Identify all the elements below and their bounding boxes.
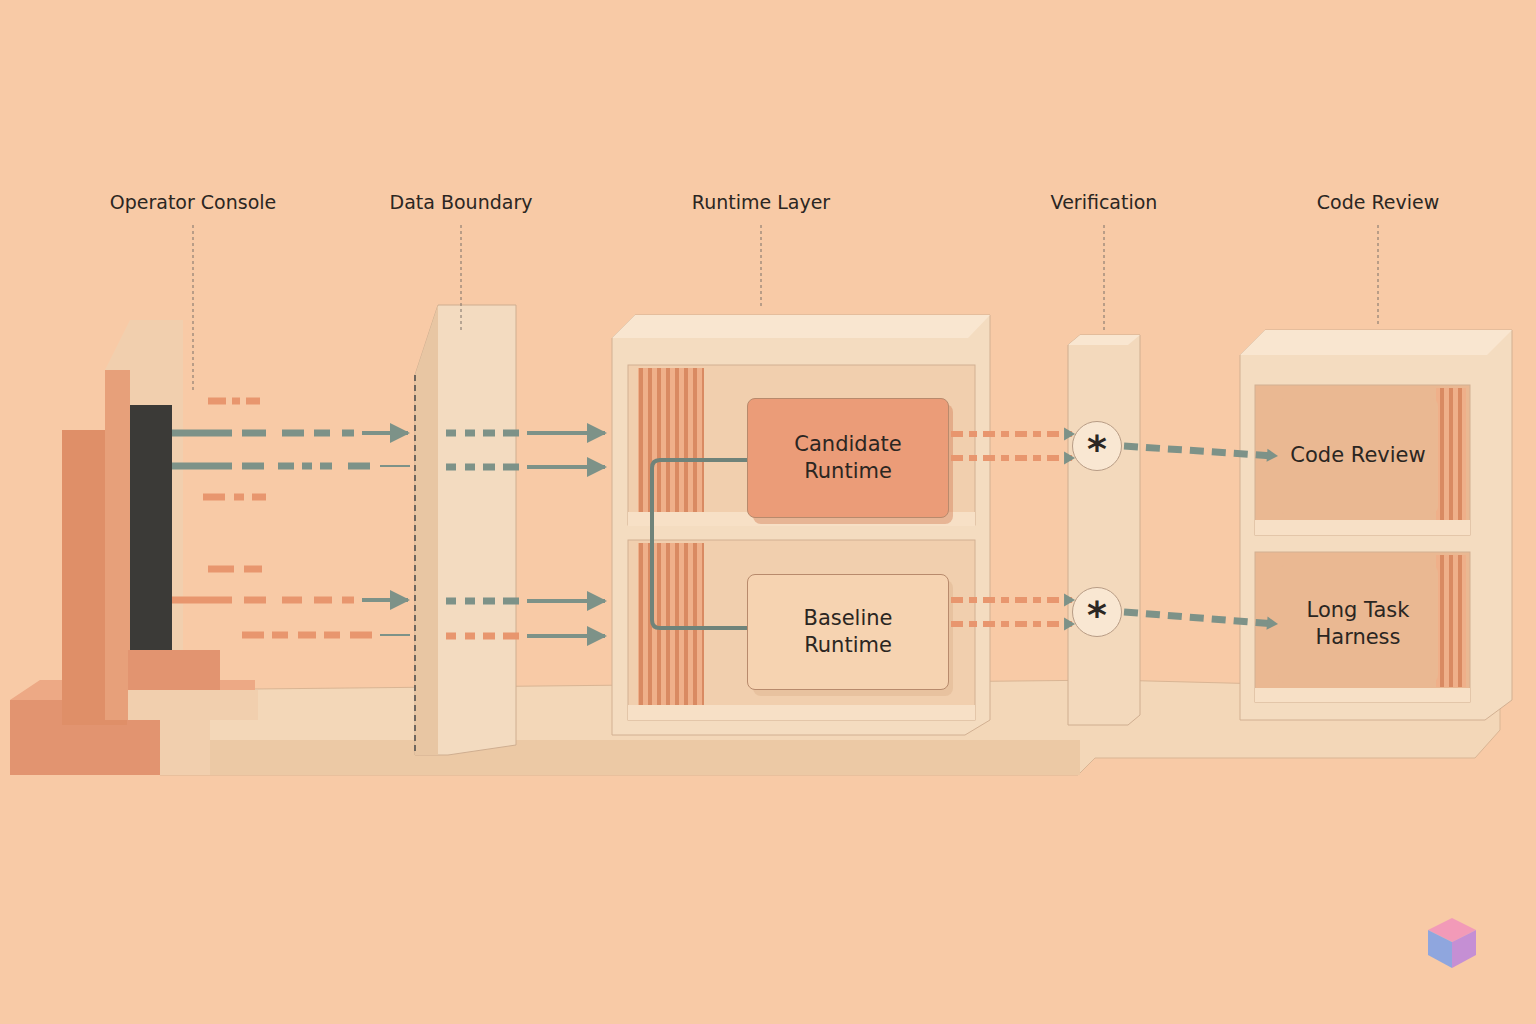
section-label: Runtime Layer <box>692 191 830 213</box>
watermark-cube <box>1428 918 1476 968</box>
section-label: Data Boundary <box>390 191 533 213</box>
node-text: Code Review <box>1290 442 1425 469</box>
section-label: Operator Console <box>110 191 277 213</box>
stage-box: Long Task Harness <box>1278 565 1438 683</box>
section-label: Verification <box>1051 191 1158 213</box>
node-text: * <box>1087 430 1107 468</box>
verify-circle: * <box>1072 587 1122 637</box>
runtime-box: Candidate Runtime <box>747 398 949 518</box>
node-text: Long Task Harness <box>1290 597 1426 652</box>
runtime-box: Baseline Runtime <box>747 574 949 690</box>
verify-circle: * <box>1072 421 1122 471</box>
dashed-arrow <box>1124 446 1278 462</box>
node-text: Candidate Runtime <box>760 431 936 486</box>
dashed-arrow <box>951 593 1075 630</box>
stage-box: Code Review <box>1278 398 1438 514</box>
node-text: * <box>1087 596 1107 634</box>
dashed-arrow <box>1124 612 1278 630</box>
section-label: Code Review <box>1317 191 1439 213</box>
node-text: Baseline Runtime <box>760 605 936 660</box>
dashed-arrow <box>951 427 1075 464</box>
